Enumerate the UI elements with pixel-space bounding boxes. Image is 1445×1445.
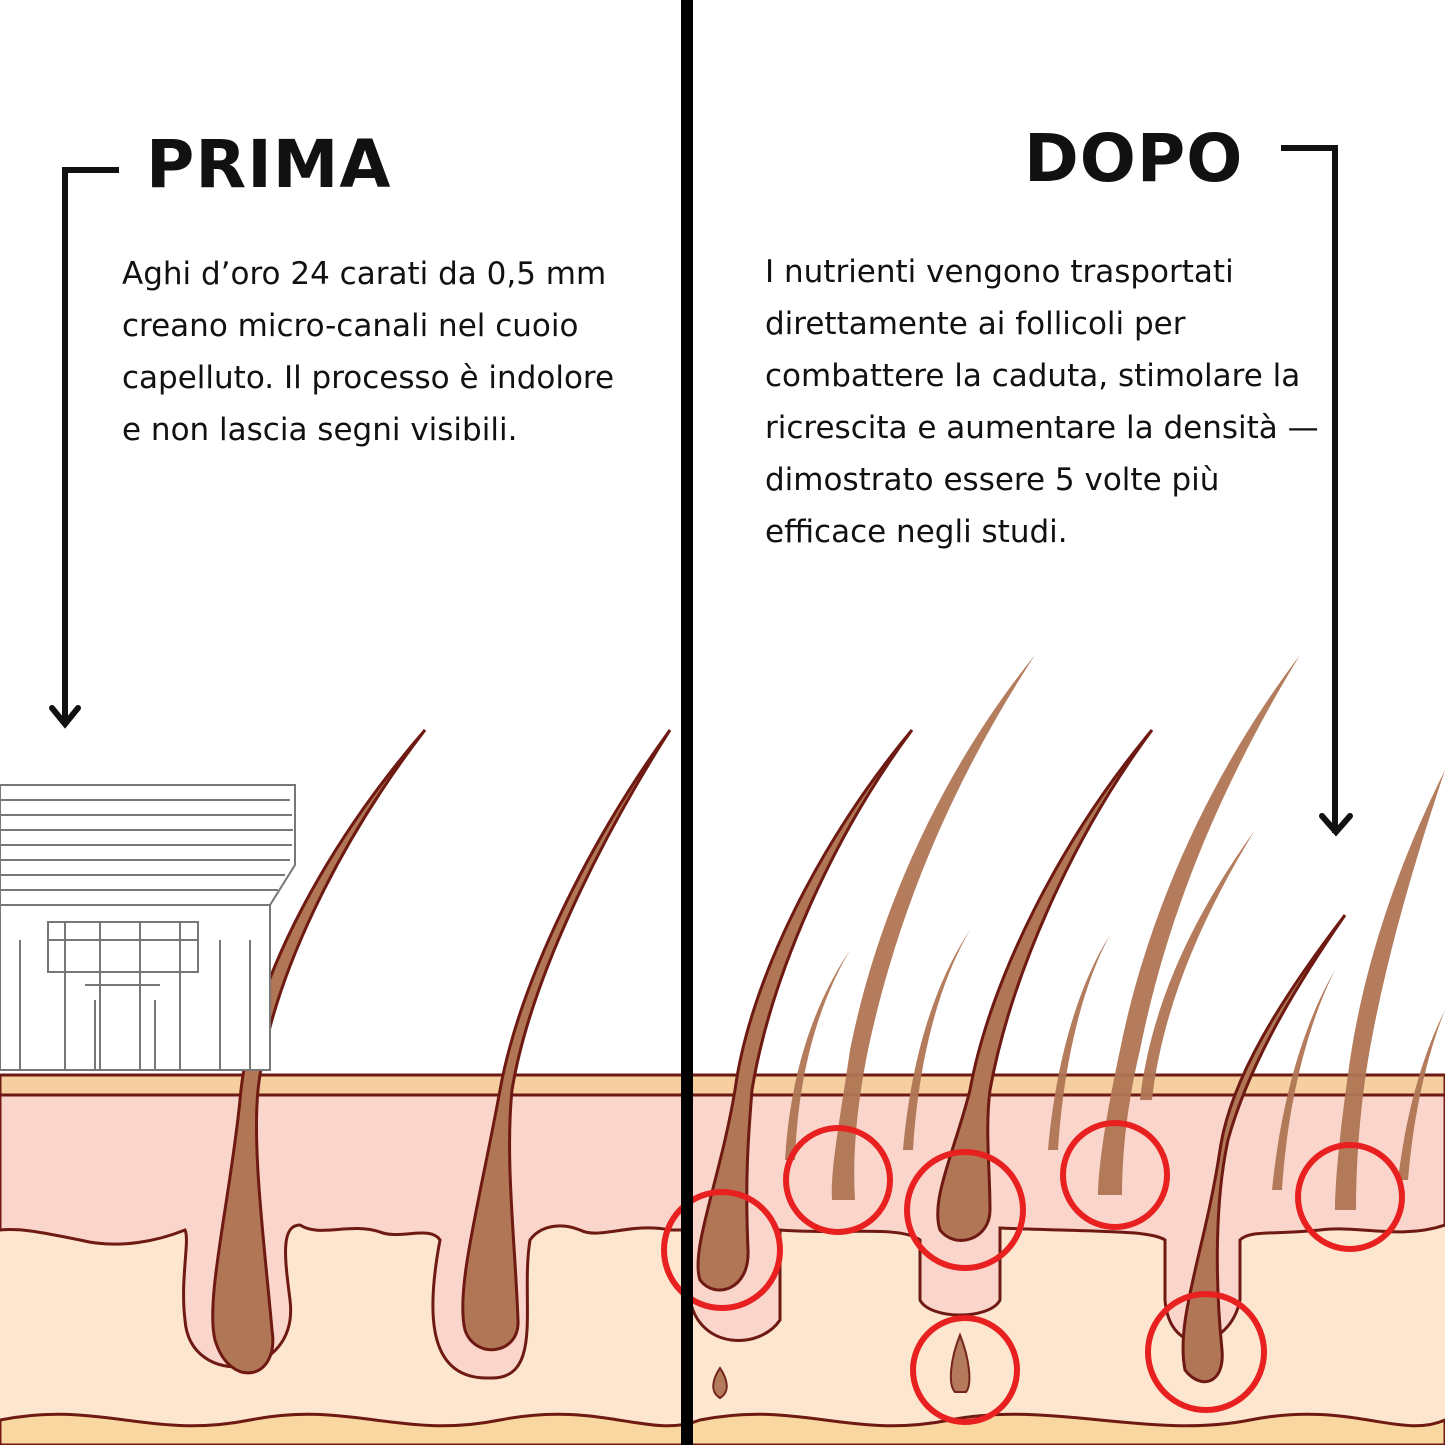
new-hairs [712,655,1445,1400]
highlight-circle [783,1125,893,1235]
right-hairs [696,729,1347,1384]
after-description: I nutrienti vengono trasportati direttam… [765,254,1319,550]
microneedle-device [0,784,296,1071]
before-description: Aghi d’oro 24 carati da 0,5 mm creano mi… [122,256,615,448]
highlight-circle [1295,1142,1405,1252]
arrow-down-icon [1281,145,1353,837]
highlight-circle [910,1315,1020,1425]
highlight-circles [661,1120,1405,1425]
highlight-circle [661,1189,783,1311]
before-title: PRIMA [146,126,392,203]
highlight-circle [1145,1291,1267,1413]
center-divider [681,0,693,1445]
after-title: DOPO [1024,120,1244,197]
highlight-circle [904,1149,1026,1271]
arrow-down-icon [49,167,119,729]
highlight-circle [1060,1120,1170,1230]
